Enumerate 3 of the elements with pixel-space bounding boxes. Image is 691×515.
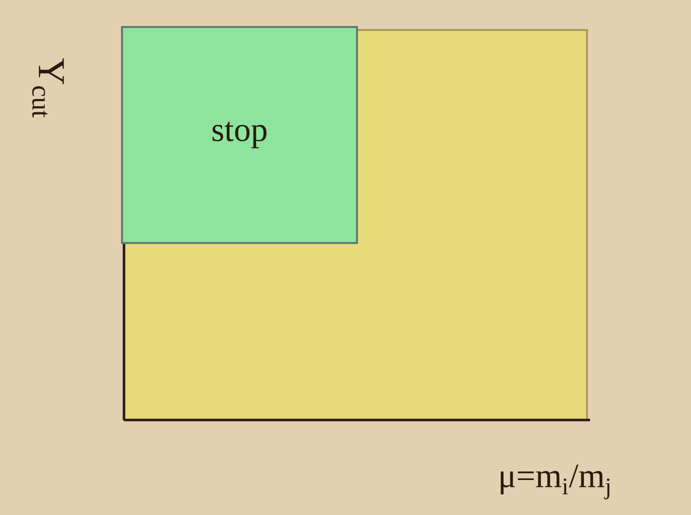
axis-label: μ=m$_{i}$/m$_{j}$ [500,464,610,500]
axis-label: Y$_{cut}$ [32,58,64,118]
stop-region: stop [121,26,358,244]
